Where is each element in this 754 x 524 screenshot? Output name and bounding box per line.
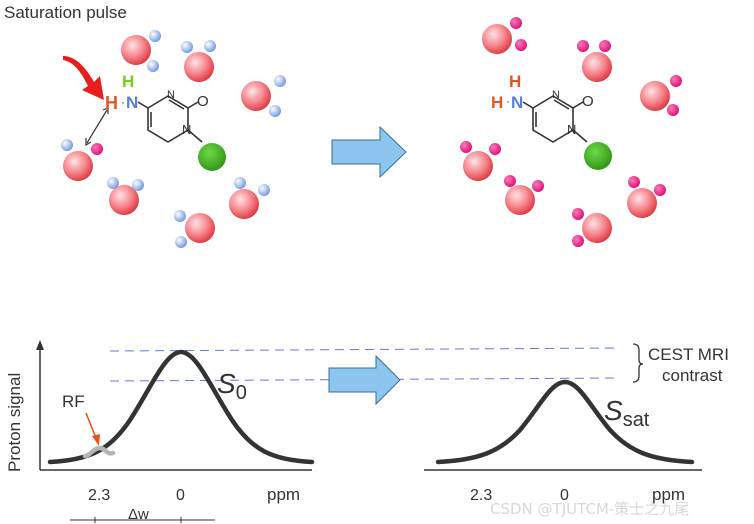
water-molecule xyxy=(229,177,270,219)
rf-label: RF xyxy=(62,392,85,411)
water-molecule-saturated xyxy=(572,208,612,247)
rf-arrow xyxy=(85,412,100,446)
water-molecule xyxy=(241,75,286,117)
ring-n: N xyxy=(567,122,576,137)
amine-h-left: H xyxy=(105,93,118,113)
carbonyl-o: O xyxy=(197,93,209,110)
s0-spectrum-curve xyxy=(47,349,315,465)
water-molecule xyxy=(181,40,216,82)
left-ppm-label: ppm xyxy=(267,485,300,504)
amine-n: N xyxy=(126,93,138,112)
y-axis xyxy=(36,340,312,471)
s0-label: S0 xyxy=(217,368,247,404)
svg-text:·: · xyxy=(506,94,510,108)
delta-w-markers xyxy=(70,517,215,523)
amine-h-left: H xyxy=(491,93,503,112)
carbonyl-o: O xyxy=(582,93,594,110)
left-tick-2.3: 2.3 xyxy=(88,487,110,504)
transition-arrow-bottom xyxy=(328,354,401,406)
water-molecule-saturated xyxy=(627,176,666,218)
saturation-pulse-title: Saturation pulse xyxy=(4,3,127,22)
amine-h-top: H xyxy=(509,72,521,91)
right-tick-0: 0 xyxy=(560,487,569,504)
water-molecule xyxy=(174,210,215,248)
left-tick-0: 0 xyxy=(176,487,185,504)
right-tick-2.3: 2.3 xyxy=(470,487,492,504)
transition-arrow-top xyxy=(331,125,407,179)
water-molecule-exchanging xyxy=(61,139,103,181)
ring-n: N xyxy=(182,122,191,137)
water-molecule-saturated xyxy=(504,175,544,215)
amine-n: N xyxy=(511,93,523,112)
ring-n-top: N xyxy=(167,89,175,101)
ssat-label: Ssat xyxy=(604,395,650,431)
right-water-molecules xyxy=(460,17,682,247)
saturation-pulse-arrow xyxy=(63,56,104,100)
delta-w-label: Δw xyxy=(128,506,149,523)
water-molecule-saturated xyxy=(577,40,612,82)
exchange-double-arrow xyxy=(85,107,109,147)
ssat-spectrum-curve xyxy=(435,379,695,465)
water-molecule xyxy=(107,177,144,215)
water-molecule-saturated xyxy=(482,17,527,54)
water-molecule xyxy=(121,30,161,72)
cest-contrast-label-line2: contrast xyxy=(662,366,723,385)
right-cytosine-molecule: H H · N N O N xyxy=(491,72,612,170)
green-substituent xyxy=(584,142,612,170)
svg-text:·: · xyxy=(121,95,125,109)
y-axis-label: Proton signal xyxy=(5,373,24,472)
water-molecule-saturated xyxy=(460,141,501,181)
amine-h-top: H xyxy=(122,72,134,91)
contrast-brace xyxy=(632,343,644,383)
left-cytosine-molecule: H H · N N O N xyxy=(105,72,226,171)
right-ppm-label: ppm xyxy=(652,485,685,504)
cest-contrast-label-line1: CEST MRI xyxy=(648,345,729,364)
rf-saturation-dip xyxy=(82,445,116,459)
watermark: CSDN @TJUTCM-策士之九尾 xyxy=(490,500,689,518)
ring-n-top: N xyxy=(552,89,560,101)
left-water-molecules xyxy=(61,30,286,248)
water-molecule-saturated xyxy=(640,75,682,116)
green-substituent xyxy=(198,143,226,171)
